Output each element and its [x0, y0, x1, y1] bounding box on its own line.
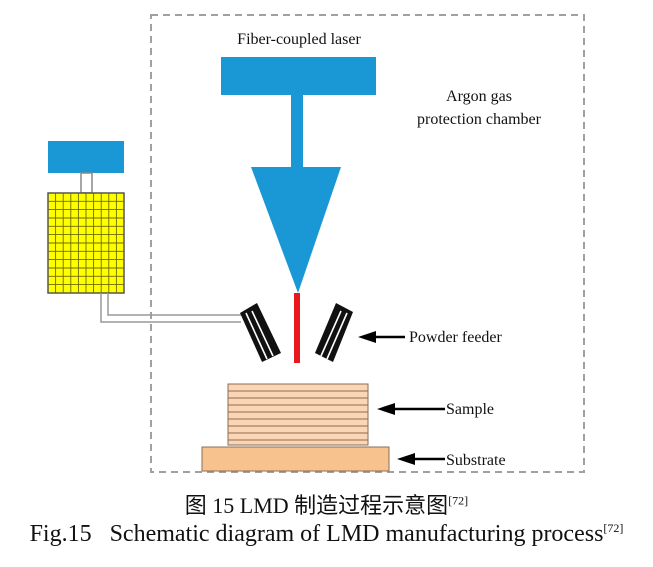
figure-caption-english: Fig.15 Schematic diagram of LMD manufact…: [0, 521, 653, 548]
feeder-motor-block: [48, 141, 124, 173]
laser-head-block: [221, 57, 376, 95]
chamber-label-line2: protection chamber: [417, 111, 542, 128]
laser-focusing-cone: [251, 167, 341, 293]
sample-label: Sample: [446, 401, 494, 418]
laser-beam: [294, 293, 300, 363]
powder-delivery-tube: [100, 293, 241, 323]
figure-caption-chinese: 图 15 LMD 制造过程示意图[72]: [0, 488, 653, 520]
substrate-arrow: [397, 453, 445, 465]
laser-label: Fiber-coupled laser: [237, 31, 361, 48]
chamber-label-line1: Argon gas: [446, 88, 512, 105]
caption-cn-text: 图 15 LMD 制造过程示意图: [184, 493, 449, 518]
sample-arrow: [377, 403, 445, 415]
substrate-plate: [201, 446, 390, 472]
argon-chamber-boundary: [150, 14, 585, 473]
feeder-connector: [80, 172, 93, 194]
powder-feeder-arrow: [358, 331, 405, 343]
caption-en-text: Fig.15 Schematic diagram of LMD manufact…: [29, 521, 604, 547]
left-powder-nozzle: [240, 303, 281, 362]
laser-fiber-stem: [291, 95, 303, 167]
powder-hopper: [47, 192, 125, 294]
caption-en-reference: [72]: [603, 521, 624, 535]
sample-layers: [227, 383, 369, 446]
caption-cn-reference: [72]: [448, 493, 469, 508]
right-powder-nozzle: [315, 303, 353, 362]
substrate-label: Substrate: [446, 452, 506, 469]
powder-feeder-label: Powder feeder: [409, 329, 503, 346]
